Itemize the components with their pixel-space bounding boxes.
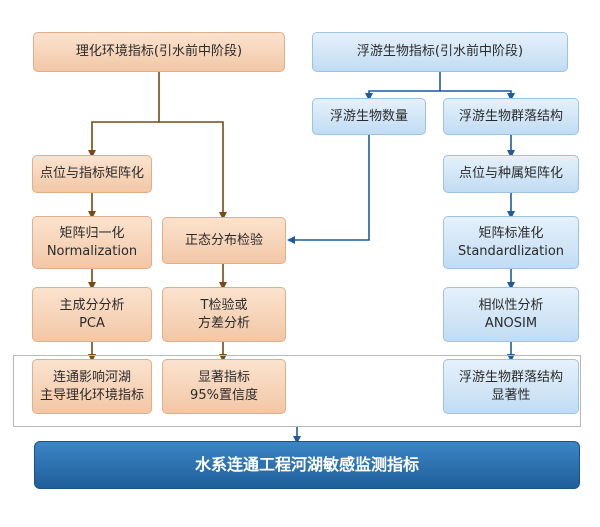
dominant-env-box: 连通影响河湖 主导理化环境指标 [32,359,152,414]
final-indicator-label: 水系连通工程河湖敏感监测指标 [194,455,419,474]
site-indicator-matrix-box: 点位与指标矩阵化 [32,155,152,193]
connector-split-normality [159,121,227,220]
community-significance-line2: 显著性 [491,387,531,403]
community-significance-box: 浮游生物群落结构 显著性 [443,359,579,414]
plankton-community-label: 浮游生物群落结构 [458,108,563,124]
plankton-indicators-label: 浮游生物指标(引水前中阶段) [356,44,524,59]
site-indicator-matrix-label: 点位与指标矩阵化 [39,166,144,181]
connector-plankton-community [440,90,515,101]
community-significance-line1: 浮游生物群落结构 [458,369,563,385]
final-indicator-box: 水系连通工程河湖敏感监测指标 [34,441,580,489]
pca-box: 主成分分析 PCA [32,287,152,342]
significance-box: 显著指标 95%置信度 [162,359,286,414]
normalization-label-cn: 矩阵归一化 [59,225,125,241]
plankton-community-box: 浮游生物群落结构 [443,98,579,135]
pca-label-en: PCA [79,315,105,331]
ttest-anova-box: T检验或 方差分析 [162,287,286,342]
anosim-box: 相似性分析 ANOSIM [443,287,579,342]
connector-plankton-split [365,72,441,101]
standardization-box: 矩阵标准化 Standardlization [443,216,579,269]
anosim-label-cn: 相似性分析 [478,297,544,313]
plankton-quantity-box: 浮游生物数量 [312,98,426,135]
anova-label: 方差分析 [197,315,250,331]
dominant-env-line1: 连通影响河湖 [52,369,131,385]
physchem-indicators-box: 理化环境指标(引水前中阶段) [33,32,285,72]
standardization-label-en: Standardlization [457,243,565,259]
connector-physchem-split [88,72,160,158]
results-group-frame [13,355,581,427]
plankton-quantity-label: 浮游生物数量 [329,108,408,124]
normalization-box: 矩阵归一化 Normalization [32,216,152,269]
anosim-label-en: ANOSIM [484,315,538,331]
site-genus-matrix-box: 点位与种属矩阵化 [443,155,579,193]
normalization-label-en: Normalization [46,243,138,259]
significance-line2: 95%置信度 [190,387,258,403]
pca-label-cn: 主成分分析 [59,297,125,313]
connector-quantity-normality [287,135,370,244]
normality-test-box: 正态分布检验 [162,217,286,264]
site-genus-matrix-label: 点位与种属矩阵化 [458,166,563,181]
dominant-env-line2: 主导理化环境指标 [39,387,144,403]
physchem-indicators-label: 理化环境指标(引水前中阶段) [75,44,243,59]
significance-line1: 显著指标 [197,369,250,385]
normality-test-label: 正态分布检验 [184,232,263,248]
plankton-indicators-box: 浮游生物指标(引水前中阶段) [312,32,568,72]
standardization-label-cn: 矩阵标准化 [478,225,544,241]
ttest-label: T检验或 [200,297,248,313]
